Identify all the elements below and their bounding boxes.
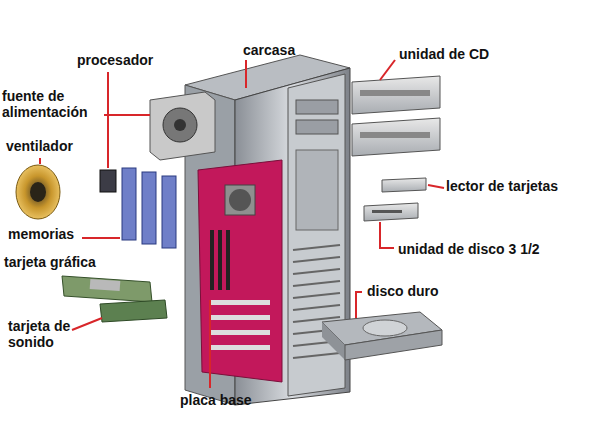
part-label: disco duro bbox=[367, 283, 439, 299]
cd-drives bbox=[352, 76, 440, 156]
graphics-card bbox=[62, 276, 152, 302]
hard-disk bbox=[322, 312, 442, 360]
power-supply bbox=[150, 92, 215, 160]
part-label: procesador bbox=[77, 52, 153, 68]
part-label: tarjeta de sonido bbox=[8, 318, 92, 350]
part-label: memorias bbox=[8, 226, 74, 242]
sound-card bbox=[100, 300, 167, 322]
part-label: carcasa bbox=[243, 42, 295, 58]
part-label: unidad de CD bbox=[399, 46, 489, 62]
leader-lines bbox=[40, 60, 444, 388]
part-label: lector de tarjetas bbox=[446, 178, 558, 194]
fan bbox=[16, 165, 60, 219]
part-label: ventilador bbox=[6, 138, 73, 154]
memory-modules bbox=[122, 168, 176, 248]
processor bbox=[100, 170, 116, 192]
part-label: fuente de alimentación bbox=[2, 88, 106, 120]
part-label: placa base bbox=[180, 392, 252, 408]
part-label: unidad de disco 3 1/2 bbox=[398, 241, 540, 257]
floppy-drive bbox=[364, 203, 418, 221]
part-label: tarjeta gráfica bbox=[4, 254, 96, 270]
card-reader bbox=[382, 178, 426, 192]
